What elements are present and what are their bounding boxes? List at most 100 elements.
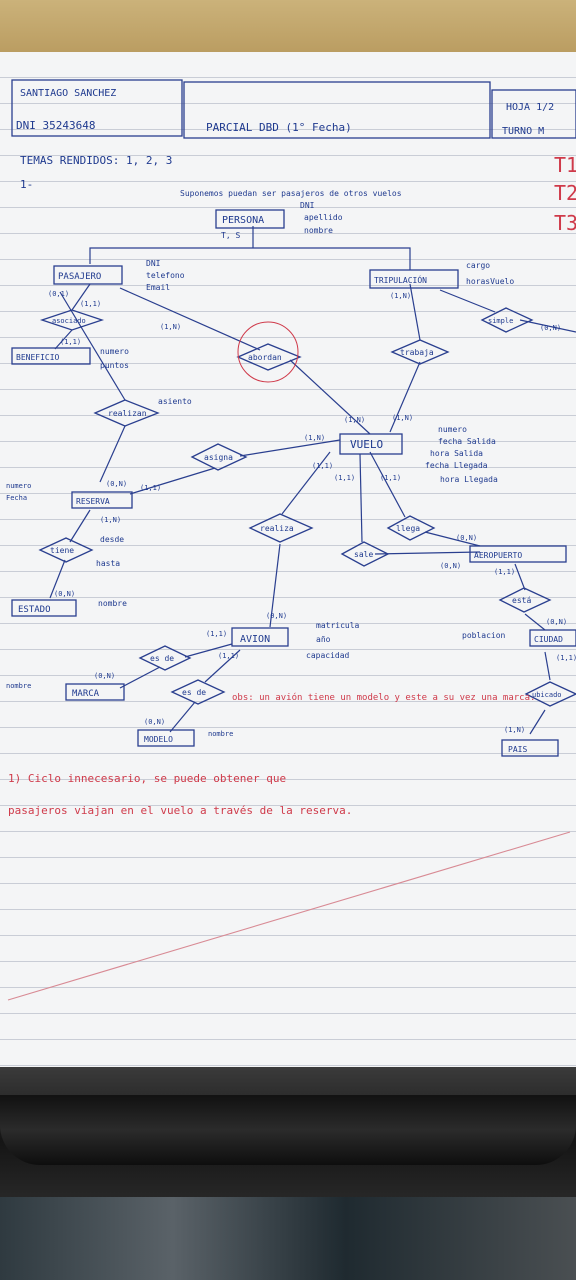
- entity-estado: [11, 599, 77, 617]
- card-marca-0n: (0,N): [94, 672, 115, 680]
- card-estado-0n: (0,N): [54, 590, 75, 598]
- card-avion-11b: (1,1): [218, 652, 239, 660]
- red-circle-mark: [237, 321, 299, 383]
- entity-reserva-label: RESERVA: [76, 497, 110, 506]
- entity-vuelo: [339, 433, 403, 455]
- card-reserva-11: (1,1): [140, 484, 161, 492]
- card-avion-11: (1,1): [206, 630, 227, 638]
- rel-llega-label: llega: [396, 524, 420, 533]
- card-ciudad-0n: (0,N): [546, 618, 567, 626]
- vuelo-attr-numero: numero: [438, 425, 467, 434]
- cycle-note-line2: pasajeros viajan en el vuelo a través de…: [8, 804, 352, 817]
- vuelo-attr-fecha-salida: fecha Salida: [438, 437, 496, 446]
- rel-es-de-modelo-label: es de: [182, 688, 206, 697]
- student-name: SANTIAGO SANCHEZ: [20, 88, 116, 99]
- card-aeropuerto-0n2: (0,N): [440, 562, 461, 570]
- rel-abordan: [236, 343, 302, 371]
- assumption: Suponemos puedan ser pasajeros de otros …: [180, 189, 402, 198]
- tripulacion-attr-horas: horasVuelo: [466, 277, 514, 286]
- rel-llega: [386, 515, 436, 541]
- tripulacion-attr-cargo: cargo: [466, 261, 490, 270]
- entity-beneficio-label: BENEFICIO: [16, 353, 60, 362]
- rel-simple-label: simple: [488, 317, 513, 325]
- persona-attr-nombre: nombre: [304, 226, 333, 235]
- rel-ubicado: [524, 681, 576, 707]
- entity-pais-label: PAIS: [508, 745, 527, 754]
- rel-tiene: [38, 537, 94, 563]
- rel-ubicado-label: ubicado: [532, 691, 562, 699]
- rel-trabaja-label: trabaja: [400, 348, 434, 357]
- rel-asigna: [190, 443, 248, 471]
- rel-realizan: [93, 399, 160, 427]
- entity-aeropuerto-label: AEROPUERTO: [474, 551, 522, 560]
- name-box: [11, 79, 183, 137]
- rel-realiza-label: realiza: [260, 524, 294, 533]
- card-vuelo-11b: (1,1): [334, 474, 355, 482]
- marca-attr-nombre: nombre: [6, 682, 31, 690]
- entity-marca-label: MARCA: [72, 689, 100, 699]
- entity-persona-label: PERSONA: [222, 215, 264, 226]
- card-avion-0n: (0,N): [266, 612, 287, 620]
- reserva-attr-fecha: Fecha: [6, 494, 27, 502]
- entity-vuelo-label: VUELO: [350, 438, 383, 451]
- persona-attr-dni: DNI: [300, 201, 315, 210]
- rel-sale: [340, 541, 390, 567]
- entity-marca: [65, 683, 125, 701]
- card-tripulacion-1n: (1,N): [390, 292, 411, 300]
- entity-pais: [501, 739, 559, 757]
- reserva-attr-numero: numero: [6, 482, 31, 490]
- card-pais-1n: (1,N): [504, 726, 525, 734]
- card-vuelo-1n-b: (1,N): [392, 414, 413, 422]
- card-vuelo-1n-c: (1,N): [304, 434, 325, 442]
- card-aeropuerto-0n: (0,N): [456, 534, 477, 542]
- card-aeropuerto-11: (1,1): [494, 568, 515, 576]
- card-vuelo-11c: (1,1): [380, 474, 401, 482]
- entity-avion-label: AVION: [240, 634, 270, 645]
- exam-box: [183, 81, 491, 139]
- obs-note: obs: un avión tiene un modelo y este a s…: [232, 692, 535, 703]
- entity-aeropuerto: [469, 545, 567, 563]
- entity-reserva: [71, 491, 133, 509]
- exam-sheet: SANTIAGO SANCHEZ DNI 35243648 PARCIAL DB…: [0, 52, 576, 1067]
- entity-modelo-label: MODELO: [144, 735, 173, 744]
- entity-modelo: [137, 729, 195, 747]
- student-dni: DNI 35243648: [16, 119, 95, 132]
- card-pasajero-1n: (1,N): [160, 323, 181, 331]
- card-vuelo-1n-a: (1,N): [344, 416, 365, 424]
- rel-es-de-marca-label: es de: [150, 654, 174, 663]
- avion-attr-anio: año: [316, 635, 331, 644]
- vuelo-attr-fecha-llegada: fecha Llegada: [425, 461, 488, 470]
- card-pasajero-11: (1,1): [80, 300, 101, 308]
- pasajero-attr-telefono: telefono: [146, 271, 185, 280]
- vuelo-attr-hora-llegada: hora Llegada: [440, 475, 498, 484]
- shift: TURNO M: [502, 126, 544, 137]
- desk-rail: [0, 1095, 576, 1165]
- card-reserva-0n: (0,N): [106, 480, 127, 488]
- reserva-attr-desde: desde: [100, 535, 124, 544]
- rel-asigna-label: asigna: [204, 453, 233, 462]
- rel-es-de-marca: [138, 645, 192, 671]
- card-pasajero-01: (0,1): [48, 290, 69, 298]
- realizan-attr-asiento: asiento: [158, 397, 192, 406]
- beneficio-attr-numero: numero: [100, 347, 129, 356]
- margin-mark-t1: T1: [554, 153, 576, 177]
- cycle-note-line1: 1) Ciclo innecesario, se puede obtener q…: [8, 772, 286, 785]
- card-tripulacion-0n: (0,N): [540, 324, 561, 332]
- rel-es-de-modelo: [170, 679, 226, 705]
- pasajero-attr-email: Email: [146, 283, 170, 292]
- sheet-box: [491, 89, 576, 139]
- card-reserva-1n: (1,N): [100, 516, 121, 524]
- exam-title: PARCIAL DBD (1° Fecha): [206, 121, 352, 134]
- entity-persona: [215, 209, 285, 229]
- rel-esta-label: está: [512, 596, 531, 605]
- rel-realiza: [248, 513, 314, 543]
- beneficio-attr-puntos: puntos: [100, 361, 129, 370]
- rel-trabaja: [390, 339, 450, 365]
- cardinality-labels: (0,1) (1,1) (1,N) (1,1) (1,N) (0,N) (1,N…: [48, 290, 576, 734]
- card-vuelo-11: (1,1): [312, 462, 333, 470]
- diagram-lines: [49, 226, 576, 735]
- persona-attr-apellido: apellido: [304, 213, 343, 222]
- reserva-attr-hasta: hasta: [96, 559, 120, 568]
- sheet-number: HOJA 1/2: [506, 102, 554, 113]
- rel-tiene-label: tiene: [50, 546, 74, 555]
